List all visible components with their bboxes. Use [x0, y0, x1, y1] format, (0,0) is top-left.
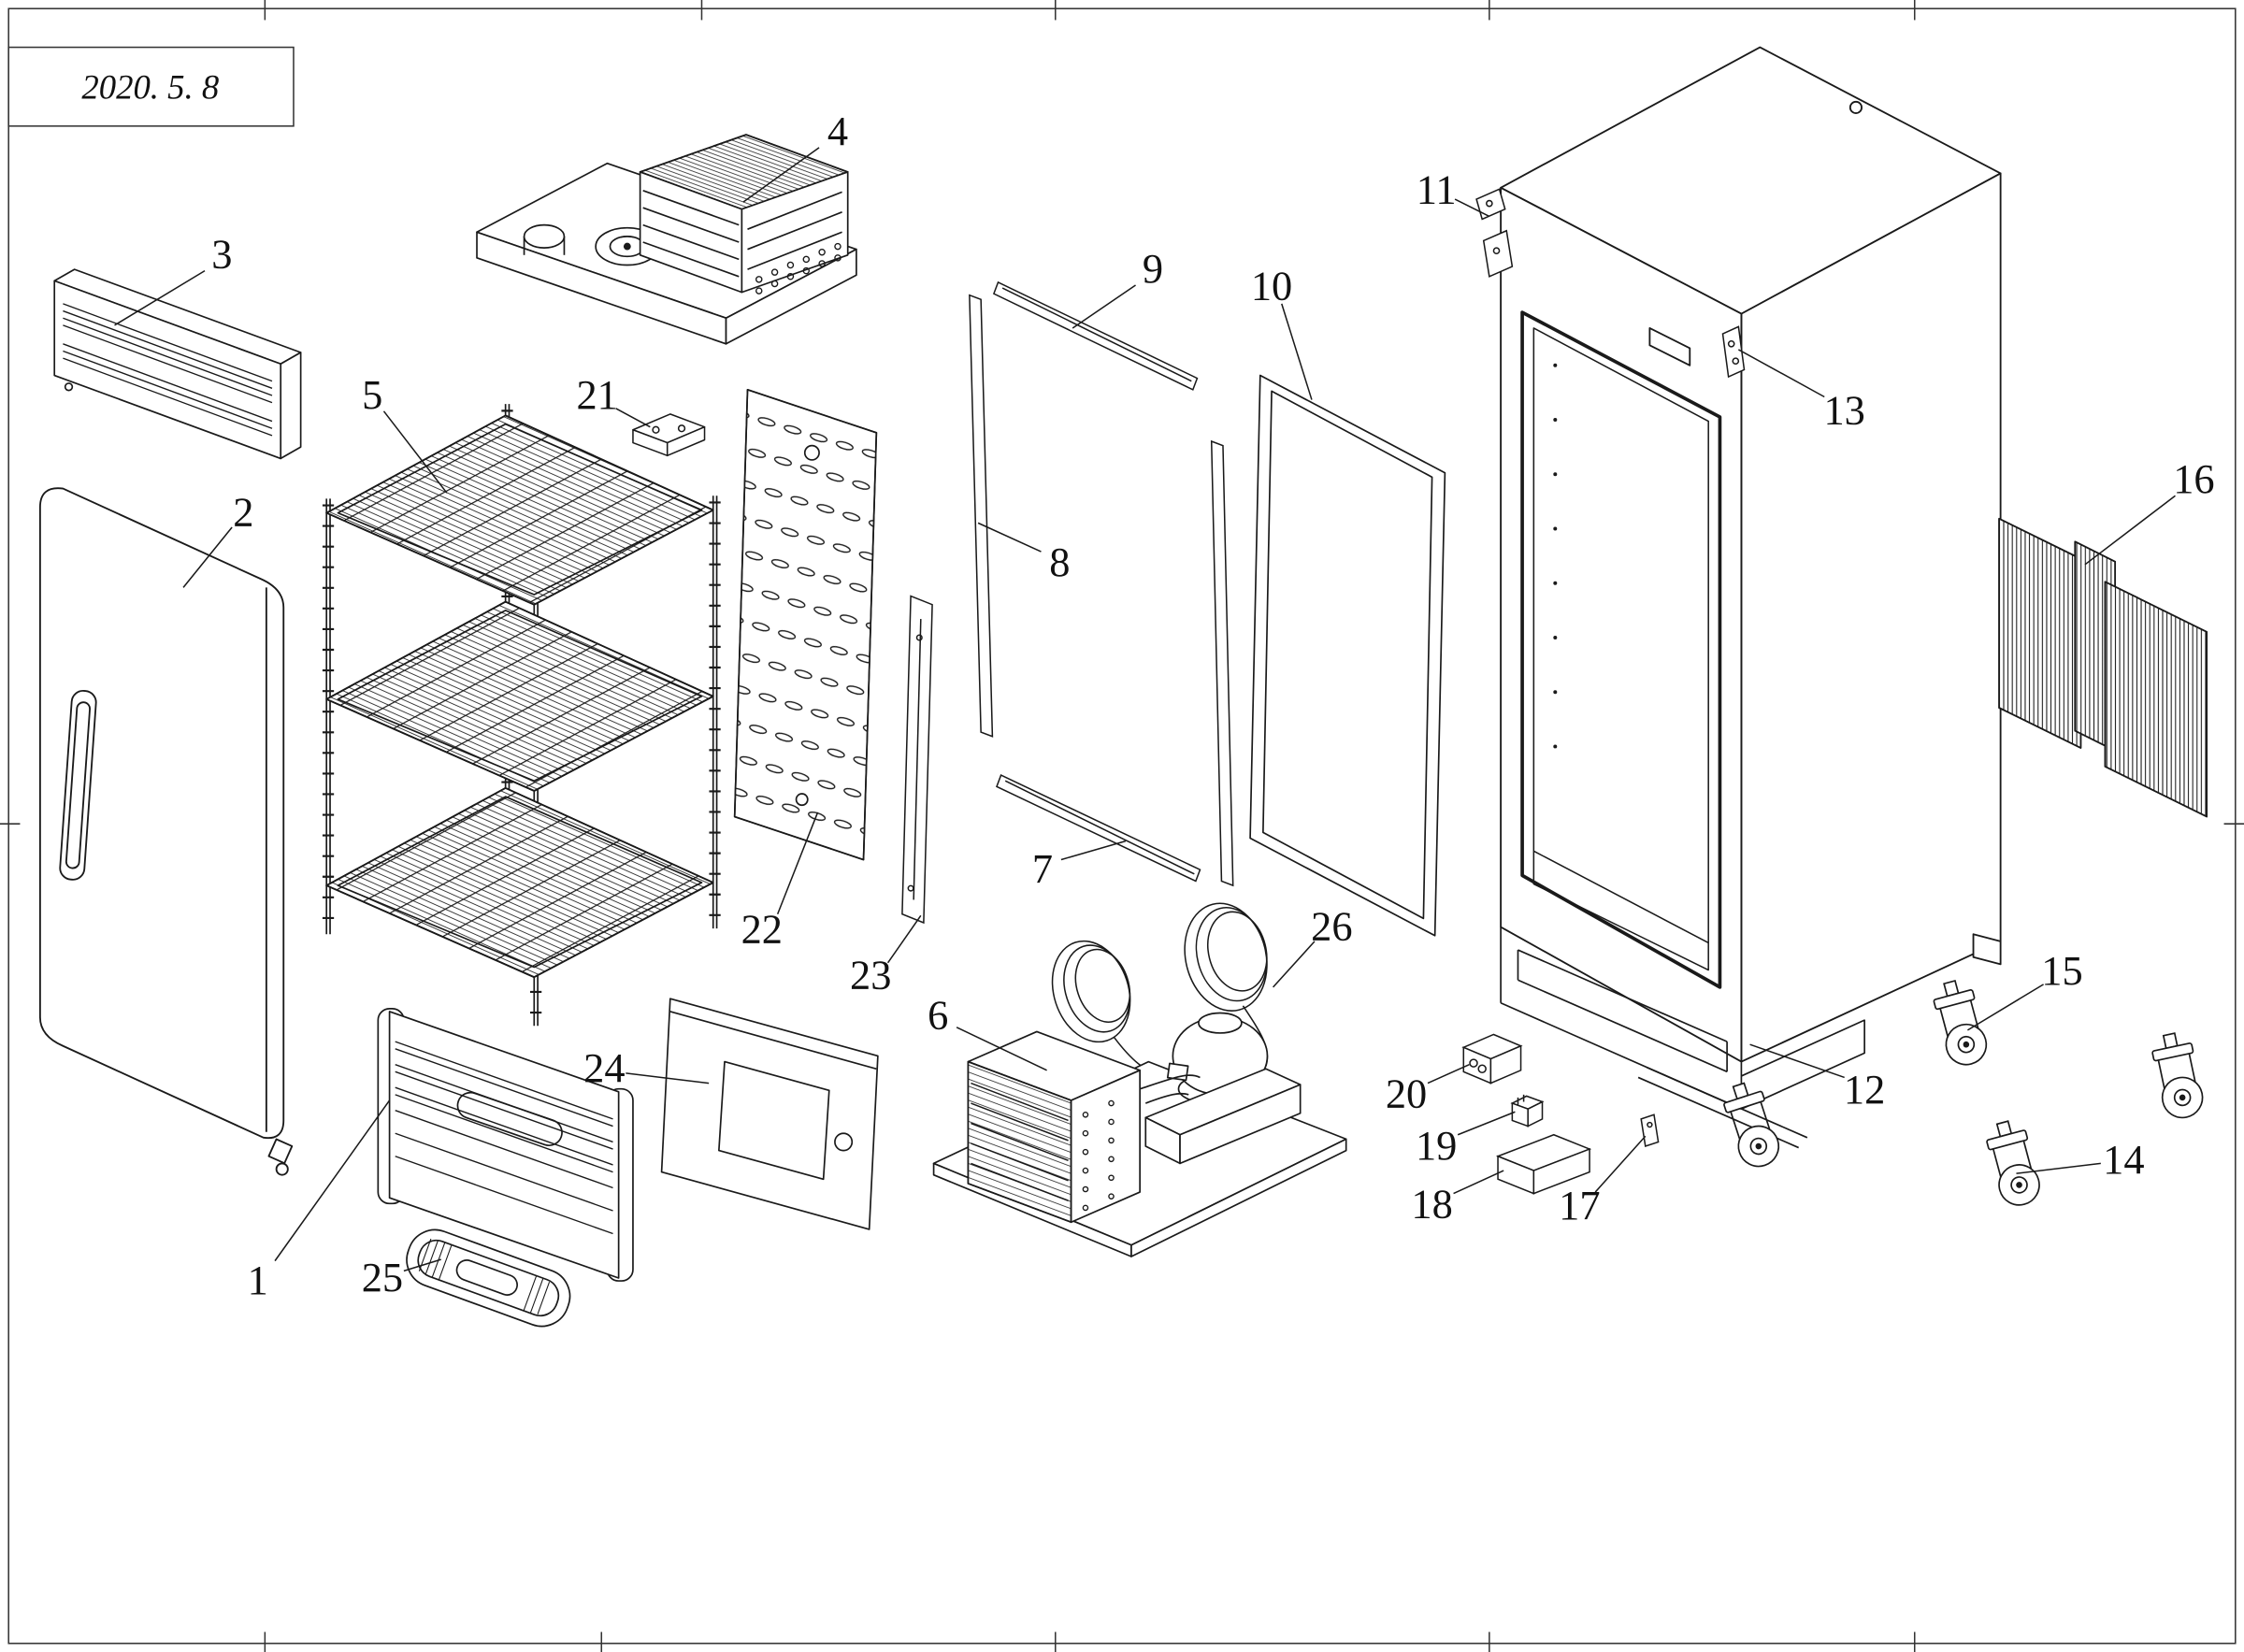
part-17-clip — [1640, 1113, 1660, 1148]
part-16-wire-grilles — [1998, 517, 2208, 818]
part-label-10: 10 — [1251, 262, 1292, 309]
part-label-16: 16 — [2173, 455, 2214, 502]
caster-wheel — [1719, 1077, 1785, 1172]
part-label-24: 24 — [583, 1044, 625, 1091]
part-label-12: 12 — [1844, 1066, 1885, 1113]
part-23-trim-strip — [901, 595, 933, 925]
leader-line-13 — [1737, 349, 1825, 398]
part-label-17: 17 — [1559, 1182, 1600, 1228]
part-4-condensing-unit-top — [476, 134, 857, 345]
part-label-14: 14 — [2103, 1136, 2144, 1183]
leader-line-12 — [1749, 1043, 1845, 1079]
part-22-perforated-panel — [733, 389, 878, 861]
part-19-relay — [1510, 1094, 1545, 1128]
leader-line-26 — [1273, 941, 1316, 988]
part-11-hinge-brackets — [1475, 188, 1514, 278]
part-label-22: 22 — [741, 905, 783, 952]
leader-line-4 — [742, 147, 820, 203]
leader-line-22 — [776, 812, 819, 915]
part-label-9: 9 — [1143, 245, 1163, 292]
part-label-2: 2 — [233, 488, 253, 535]
part-label-1: 1 — [248, 1257, 268, 1303]
leader-line-16 — [2084, 495, 2176, 566]
leader-line-15 — [1967, 984, 2044, 1031]
part-label-13: 13 — [1823, 387, 1864, 434]
part-label-8: 8 — [1049, 539, 1070, 585]
part-5-shelf-rack — [322, 404, 721, 1027]
part-label-11: 11 — [1417, 166, 1457, 213]
part-13-hinge-bracket — [1721, 325, 1746, 379]
leader-line-20 — [1427, 1063, 1470, 1085]
part-label-25: 25 — [362, 1254, 403, 1300]
part-label-6: 6 — [928, 991, 948, 1038]
part-label-19: 19 — [1416, 1122, 1457, 1169]
part-label-18: 18 — [1411, 1181, 1452, 1228]
leader-line-7 — [1060, 840, 1127, 861]
part-label-4: 4 — [827, 108, 848, 154]
leader-line-24 — [626, 1072, 710, 1085]
date-box — [7, 46, 295, 127]
frame-right-strip — [1210, 439, 1234, 887]
part-7-frame-bottom-strip — [996, 774, 1201, 883]
leader-line-2 — [182, 526, 233, 588]
part-label-26: 26 — [1311, 902, 1352, 949]
part-21-bracket — [632, 413, 706, 457]
leader-line-17 — [1594, 1135, 1647, 1193]
title-block: 2020. 5. 8 — [7, 46, 295, 127]
leader-line-1 — [274, 1099, 391, 1262]
sheet-date: 2020. 5. 8 — [81, 68, 219, 107]
leader-line-6 — [956, 1027, 1047, 1071]
caster-wheel — [2148, 1029, 2208, 1123]
leader-line-18 — [1453, 1170, 1504, 1195]
leader-line-5 — [382, 410, 448, 494]
part-label-15: 15 — [2041, 947, 2082, 994]
leader-line-19 — [1457, 1111, 1516, 1136]
part-1-front-grille-assembly — [377, 1008, 634, 1282]
part-12-base-frame — [1500, 927, 1865, 1149]
caster-wheel — [1929, 976, 1992, 1070]
part-20-switch-box — [1461, 1033, 1523, 1085]
part-label-21: 21 — [576, 371, 617, 418]
part-3-vent-grille-panel — [53, 268, 302, 460]
leader-line-14 — [2016, 1162, 2101, 1174]
part-8-frame-side-strip — [969, 294, 994, 738]
leader-line-21 — [615, 408, 651, 428]
part-6-condensing-unit — [932, 1012, 1347, 1257]
leader-line-11 — [1454, 198, 1490, 218]
part-24-panel-with-window — [660, 998, 879, 1230]
part-label-20: 20 — [1386, 1070, 1427, 1117]
part-9-frame-top-strip — [992, 280, 1199, 391]
leader-line-10 — [1281, 303, 1313, 400]
leader-line-9 — [1072, 284, 1136, 329]
part-label-7: 7 — [1032, 845, 1053, 892]
part-10-glass-panel — [1249, 374, 1446, 937]
part-2-door — [38, 487, 294, 1176]
part-18-control-box — [1495, 1133, 1592, 1195]
part-label-5: 5 — [362, 371, 382, 418]
cabinet-body — [1500, 46, 2002, 1063]
part-label-3: 3 — [211, 231, 232, 278]
leader-line-3 — [114, 269, 206, 326]
leader-line-23 — [886, 914, 922, 964]
part-label-23: 23 — [850, 951, 891, 998]
caster-wheel — [1982, 1116, 2045, 1211]
leader-line-8 — [977, 522, 1042, 553]
leader-line-25 — [403, 1258, 441, 1272]
